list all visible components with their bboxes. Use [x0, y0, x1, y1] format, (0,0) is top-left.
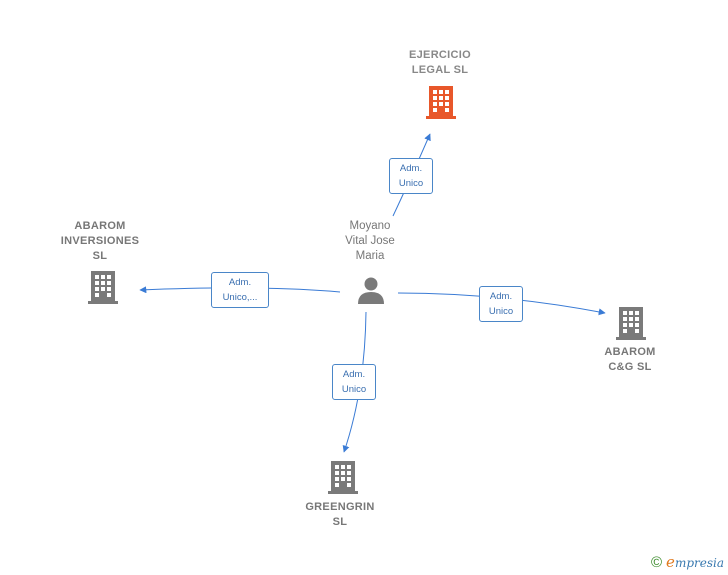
person-icon[interactable] — [356, 275, 386, 305]
edge-label-abarom-inversiones[interactable]: Adm. Unico,... — [211, 272, 269, 308]
person-name[interactable]: Moyano Vital Jose Maria — [345, 220, 395, 262]
edge-label-abarom-cg[interactable]: Adm. Unico — [479, 286, 523, 322]
building-icon[interactable] — [426, 85, 456, 119]
company-name-abarom-cg[interactable]: ABAROM C&G SL — [604, 346, 656, 373]
building-icon[interactable] — [616, 306, 646, 340]
company-name-ejercicio-legal[interactable]: EJERCICIO LEGAL SL — [409, 49, 471, 76]
edge-label-ejercicio[interactable]: Adm. Unico — [389, 158, 433, 194]
brand-logo: empresia — [666, 553, 724, 571]
edge-label-greengrin[interactable]: Adm. Unico — [332, 364, 376, 400]
copyright-icon: © — [650, 553, 663, 571]
company-name-greengrin[interactable]: GREENGRIN SL — [305, 501, 375, 528]
building-icon[interactable] — [88, 270, 118, 304]
brand-footer[interactable]: © empresia — [651, 553, 724, 571]
building-icon[interactable] — [328, 460, 358, 494]
company-name-abarom-inversiones[interactable]: ABAROM INVERSIONES SL — [60, 220, 140, 262]
